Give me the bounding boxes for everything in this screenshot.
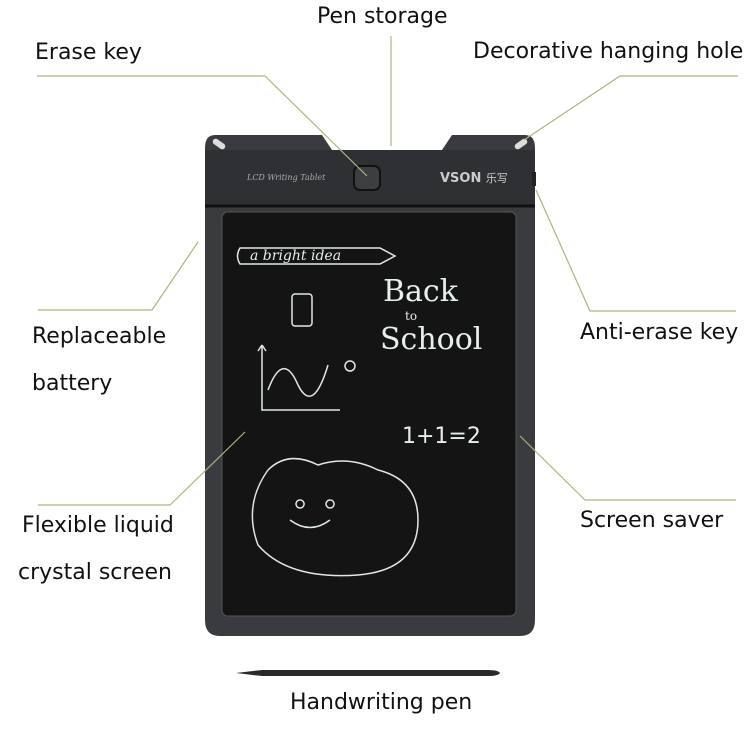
screen-doodles bbox=[236, 247, 419, 577]
label-flexible-2: crystal screen bbox=[18, 560, 172, 585]
doodle-to: to bbox=[405, 309, 418, 323]
hanging-hole-left bbox=[212, 138, 226, 150]
label-pen-storage: Pen storage bbox=[317, 4, 448, 29]
label-anti-erase: Anti-erase key bbox=[580, 320, 739, 345]
model-text: LCD Writing Tablet bbox=[247, 173, 326, 182]
label-hanging-hole: Decorative hanging hole bbox=[473, 39, 744, 64]
label-flexible-1: Flexible liquid bbox=[22, 513, 174, 538]
brand-name-cn: 乐写 bbox=[485, 172, 508, 185]
doodle-idea: a bright idea bbox=[250, 248, 342, 264]
hanging-hole-right bbox=[514, 138, 528, 150]
doodle-school: School bbox=[380, 322, 483, 357]
label-pen: Handwriting pen bbox=[290, 690, 473, 715]
label-battery-1: Replaceable bbox=[32, 324, 167, 349]
handwriting-pen-graphic bbox=[236, 670, 500, 676]
brand-name: VSON bbox=[440, 171, 482, 186]
erase-key-button bbox=[353, 165, 381, 191]
leader-lines bbox=[37, 36, 738, 506]
anti-erase-switch bbox=[532, 172, 536, 186]
label-screen-saver: Screen saver bbox=[580, 508, 724, 533]
doodle-back: Back bbox=[383, 274, 458, 309]
label-erase-key: Erase key bbox=[35, 40, 142, 65]
brand-logo: VSON 乐写 bbox=[440, 172, 508, 185]
doodle-math: 1+1=2 bbox=[402, 424, 481, 449]
lcd-screen bbox=[221, 211, 517, 617]
label-battery-2: battery bbox=[32, 371, 113, 396]
